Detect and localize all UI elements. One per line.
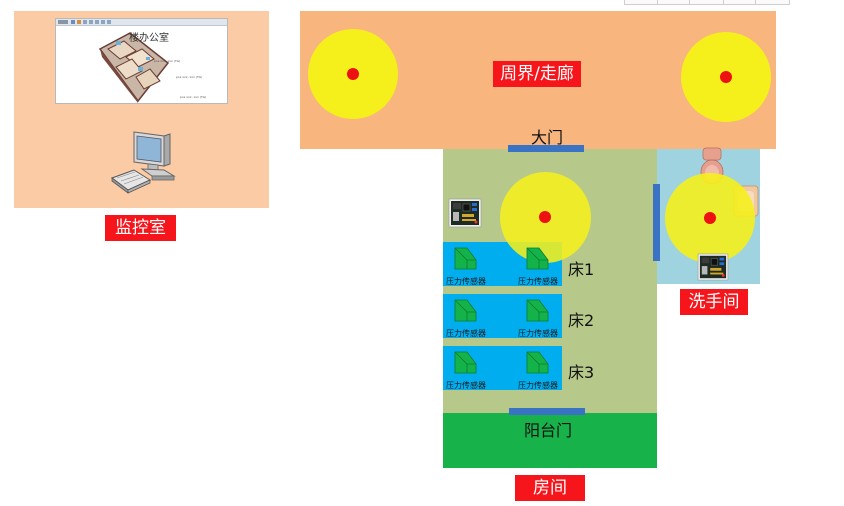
thumbnail-note-2: pos xxx, xxx (TG) xyxy=(176,75,203,79)
control-board-icon xyxy=(448,198,482,228)
thumbnail-note-1: pos xxx, xxx (TG) xyxy=(154,59,181,63)
thumbnail-note-3: pos xxx, xxx (TG) xyxy=(180,95,207,99)
computer-icon xyxy=(110,131,176,194)
bathroom-label: 洗手间 xyxy=(680,289,748,315)
top-toolbar-fragment xyxy=(624,0,790,5)
monitor-screen-thumbnail: 楼办公室 pos xxx, xxx (TG) pos xxx, xxx (TG)… xyxy=(55,18,228,104)
sensor-caption: 压力传感器 xyxy=(518,277,558,286)
pressure-sensor-icon xyxy=(526,299,549,322)
main-door xyxy=(508,145,584,152)
room-label: 房间 xyxy=(515,475,585,501)
sensor-dot-corridor-right xyxy=(720,71,732,83)
sensor-caption: 压力传感器 xyxy=(446,381,486,390)
sensor-caption: 压力传感器 xyxy=(446,329,486,338)
sensor-dot-bathroom xyxy=(704,212,716,224)
control-board-icon xyxy=(697,253,729,281)
pressure-sensor-icon xyxy=(526,351,549,374)
sensor-dot-room xyxy=(539,211,551,223)
balcony-door xyxy=(509,408,585,415)
sensor-caption: 压力传感器 xyxy=(518,329,558,338)
pressure-sensor-icon xyxy=(454,351,477,374)
sensor-caption: 压力传感器 xyxy=(518,381,558,390)
thumbnail-title: 楼办公室 xyxy=(129,33,169,44)
corridor-label: 周界/走廊 xyxy=(493,61,581,87)
sensor-caption: 压力传感器 xyxy=(446,277,486,286)
bed-1-label: 床1 xyxy=(568,260,595,279)
thumbnail-toolbar xyxy=(56,19,227,26)
bed-2-label: 床2 xyxy=(568,311,595,330)
sensor-dot-corridor-left xyxy=(347,68,359,80)
bathroom-door xyxy=(653,184,660,261)
floorplan-3d-image xyxy=(98,32,170,103)
balcony-door-label: 阳台门 xyxy=(524,421,573,440)
pressure-sensor-icon xyxy=(454,299,477,322)
pressure-sensor-icon xyxy=(454,247,477,270)
bed-3-label: 床3 xyxy=(568,363,595,382)
monitor-room-label: 监控室 xyxy=(105,215,176,241)
balcony-area xyxy=(443,413,657,468)
pressure-sensor-icon xyxy=(526,247,549,270)
main-door-label: 大门 xyxy=(531,128,564,147)
